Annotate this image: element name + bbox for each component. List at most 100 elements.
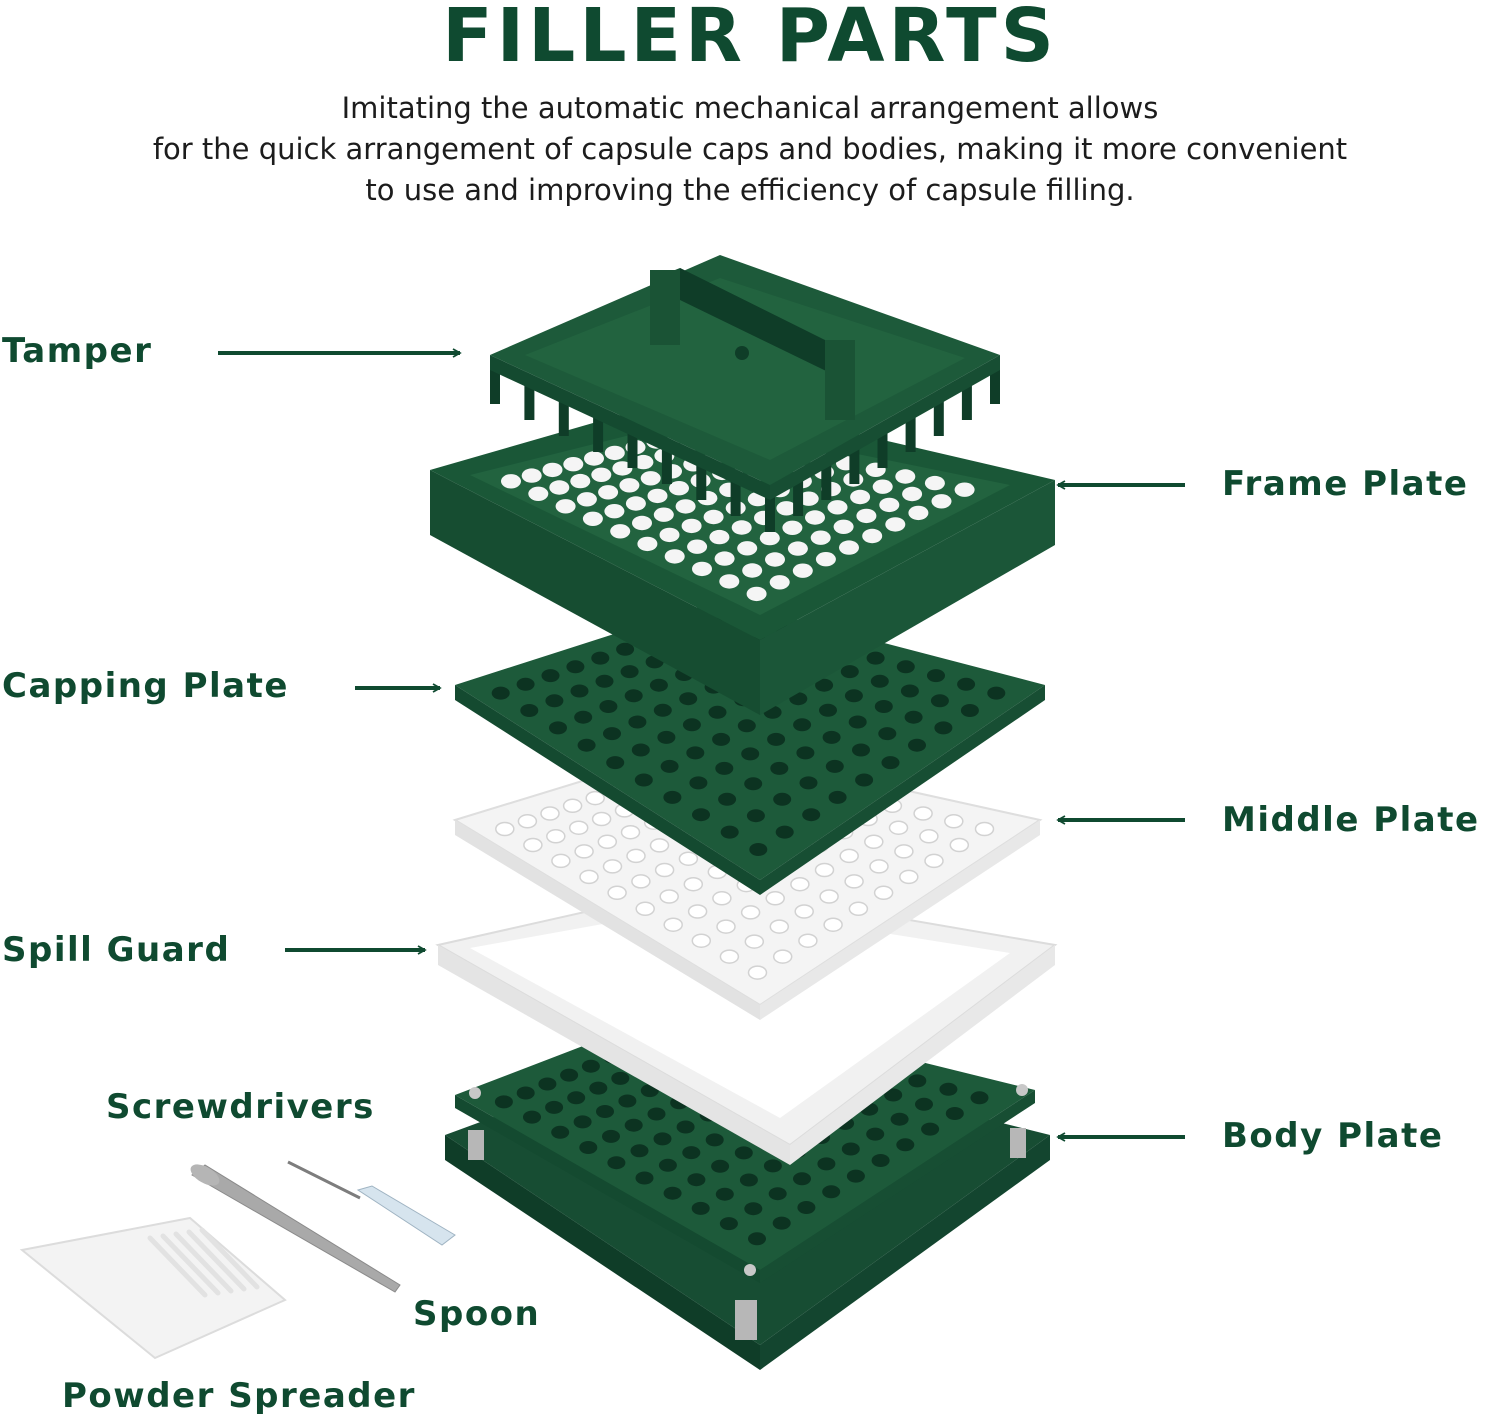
plate-hole	[649, 678, 668, 692]
plate-hole	[649, 838, 670, 853]
tamper-pin	[961, 384, 972, 420]
plate-hole	[528, 486, 549, 501]
plate-hole	[660, 759, 679, 773]
tamper-pin	[558, 400, 569, 436]
tamper-pin	[730, 480, 741, 516]
plate-hole	[676, 1120, 695, 1134]
label-spoon: Spoon	[413, 1294, 541, 1334]
plate-hole	[581, 1059, 600, 1073]
plate-hole	[678, 851, 699, 866]
plate-hole	[864, 834, 884, 850]
plate-hole	[790, 876, 810, 892]
plate-hole	[799, 776, 818, 790]
plate-hole	[871, 1154, 890, 1167]
plate-hole	[815, 552, 836, 567]
plate-hole	[501, 474, 521, 489]
plate-hole	[894, 844, 914, 859]
tamper-pin	[849, 448, 860, 484]
tamper-pin	[593, 416, 604, 452]
plate-hole	[577, 738, 596, 752]
plate-hole	[603, 727, 621, 741]
plate-hole	[523, 837, 543, 853]
plate-hole	[888, 820, 909, 835]
plate-hole	[814, 862, 835, 878]
plate-hole	[747, 965, 768, 980]
tamper-pin	[765, 496, 775, 532]
plate-hole	[624, 1118, 643, 1132]
plate-hole	[591, 811, 612, 827]
plate-hole	[632, 515, 652, 531]
tamper-pin	[990, 368, 1000, 404]
plate-hole	[744, 1202, 763, 1216]
plate-hole	[852, 743, 870, 757]
plate-hole	[945, 1107, 964, 1120]
plate-hole	[491, 686, 510, 700]
plate-hole	[647, 488, 668, 504]
powder-spreader-part	[19, 1216, 287, 1360]
plate-hole	[974, 821, 995, 837]
plate-hole	[494, 1095, 513, 1109]
plate-hole	[772, 949, 793, 964]
plate-hole	[691, 933, 712, 948]
plate-hole	[731, 520, 752, 535]
plate-hole	[817, 1157, 836, 1171]
tamper-pin	[821, 464, 832, 500]
plate-hole	[848, 901, 869, 917]
plate-hole	[822, 1185, 841, 1199]
plate-hole	[607, 1156, 626, 1170]
tamper-pin	[877, 432, 888, 468]
plate-hole	[737, 541, 758, 556]
plate-hole	[716, 919, 736, 934]
label-frame-plate: Frame Plate	[1222, 464, 1469, 504]
plate-hole	[604, 445, 625, 461]
plate-hole	[523, 1110, 541, 1124]
plate-hole	[619, 478, 640, 493]
plate-hole	[567, 1091, 586, 1105]
plate-hole	[598, 485, 619, 500]
tamper-pin	[933, 400, 944, 436]
plate-hole	[516, 677, 535, 691]
plate-hole	[538, 1077, 557, 1091]
plate-hole	[542, 462, 563, 478]
plate-hole	[611, 1071, 630, 1085]
plate-hole	[748, 1232, 766, 1246]
plate-hole	[810, 530, 831, 545]
plate-hole	[797, 1201, 816, 1214]
plate-hole	[772, 1216, 791, 1230]
plate-hole	[715, 761, 734, 775]
tamper-pin	[905, 416, 916, 452]
plate-hole	[896, 1138, 915, 1152]
plate-hole	[740, 905, 761, 920]
label-powder-spreader: Powder Spreader	[62, 1376, 416, 1416]
tamper-pins	[490, 368, 1000, 532]
page-subtitle: Imitating the automatic mechanical arran…	[0, 88, 1500, 211]
plate-hole	[631, 743, 650, 757]
plate-hole	[620, 824, 641, 840]
plate-hole	[902, 486, 923, 502]
tamper-part	[490, 255, 1000, 532]
plate-hole	[659, 889, 679, 904]
plate-hole	[944, 814, 964, 829]
plate-hole	[625, 496, 646, 511]
plate-hole	[793, 1172, 811, 1186]
plate-hole	[653, 703, 672, 717]
page-title: FILLER PARTS	[442, 0, 1058, 79]
plate-hole	[879, 497, 900, 513]
plate-hole	[960, 704, 979, 717]
plate-hole	[815, 678, 834, 692]
plate-hole	[896, 660, 915, 674]
plate-hole	[521, 468, 542, 483]
plate-hole	[718, 792, 737, 806]
plate-hole	[606, 756, 625, 770]
plate-hole	[626, 848, 646, 864]
tamper-pin	[661, 448, 672, 484]
plate-hole	[828, 790, 847, 804]
label-middle-plate: Middle Plate	[1222, 800, 1480, 840]
plate-hole	[719, 1217, 738, 1231]
plate-hole	[866, 1127, 885, 1141]
plate-hole	[647, 1107, 666, 1121]
plate-hole	[873, 885, 894, 901]
plate-hole	[899, 869, 919, 885]
frame-plate-part	[430, 395, 1055, 715]
